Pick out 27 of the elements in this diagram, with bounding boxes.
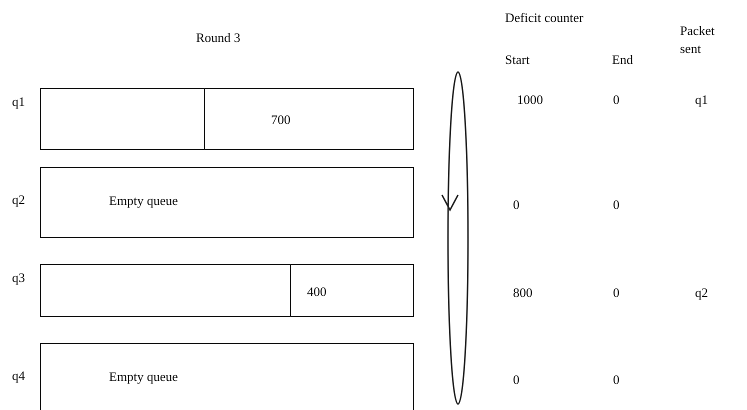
column-header: Packet sent [680, 22, 716, 58]
queue-name: q3 [12, 270, 25, 285]
queue-name: q4 [12, 368, 25, 383]
queue-bar [40, 264, 414, 317]
column-header: Deficit counter [505, 10, 584, 25]
column-header: Start [505, 52, 530, 67]
sent-queue: q2 [695, 285, 708, 300]
queue-bar [40, 167, 414, 238]
queue-name: q1 [12, 94, 25, 109]
sent-queue: q1 [695, 92, 708, 107]
counter-value: 800 [513, 285, 532, 300]
counter-value: 0 [613, 372, 620, 387]
queue-name: q2 [12, 192, 25, 207]
queue-status: Empty queue [109, 369, 178, 384]
counter-value: 1000 [517, 92, 543, 107]
column-header: End [612, 52, 633, 67]
counter-value: 0 [613, 285, 620, 300]
queue-status: Empty queue [109, 193, 178, 208]
queue-bar [40, 88, 414, 150]
round-title: Round 3 [196, 30, 240, 45]
packet-size: 400 [307, 284, 326, 298]
queue-bar [40, 343, 414, 410]
counter-value: 0 [513, 197, 520, 212]
packet-size: 700 [271, 112, 290, 127]
counter-value: 0 [613, 197, 620, 212]
counter-value: 0 [513, 372, 520, 387]
counter-value: 0 [613, 92, 620, 107]
